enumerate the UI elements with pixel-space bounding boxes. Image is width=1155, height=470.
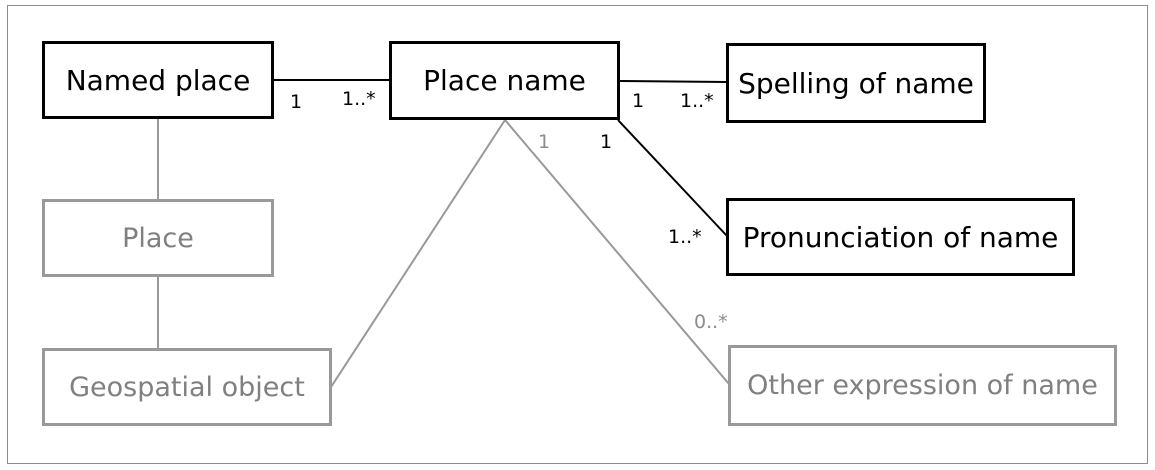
multiplicity-place-name-from-named: 1..*	[342, 88, 376, 110]
connector-place-name-pronunciation	[617, 119, 728, 237]
class-place: Place	[42, 199, 274, 277]
class-geospatial-object: Geospatial object	[42, 348, 332, 426]
connector-geospatial-place-name	[330, 119, 506, 388]
multiplicity-place-name-to-other: 1	[538, 131, 551, 153]
class-place-name-label: Place name	[423, 64, 586, 97]
multiplicity-spelling-side: 1..*	[680, 90, 714, 112]
class-other-expression-of-name: Other expression of name	[728, 345, 1117, 426]
multiplicity-pronunciation-side: 1..*	[668, 226, 702, 248]
class-named-place-label: Named place	[65, 63, 251, 97]
class-pronunciation-of-name: Pronunciation of name	[726, 198, 1075, 276]
class-named-place: Named place	[42, 41, 274, 119]
class-place-label: Place	[122, 222, 194, 254]
diagram-frame	[7, 5, 1148, 464]
connector-place-name-spelling	[619, 80, 728, 83]
multiplicity-named-place-side: 1	[290, 91, 303, 113]
class-spelling-of-name: Spelling of name	[726, 43, 986, 123]
connector-place-name-other-expression	[504, 119, 730, 385]
class-pronunciation-of-name-label: Pronunciation of name	[742, 220, 1059, 254]
class-spelling-of-name-label: Spelling of name	[738, 66, 974, 100]
multiplicity-place-name-to-pronunciation: 1	[600, 131, 613, 153]
class-other-expression-of-name-label: Other expression of name	[747, 370, 1098, 401]
multiplicity-other-side: 0..*	[694, 311, 728, 333]
multiplicity-place-name-to-spelling: 1	[632, 90, 645, 112]
class-place-name: Place name	[389, 41, 620, 120]
class-geospatial-object-label: Geospatial object	[69, 371, 305, 403]
